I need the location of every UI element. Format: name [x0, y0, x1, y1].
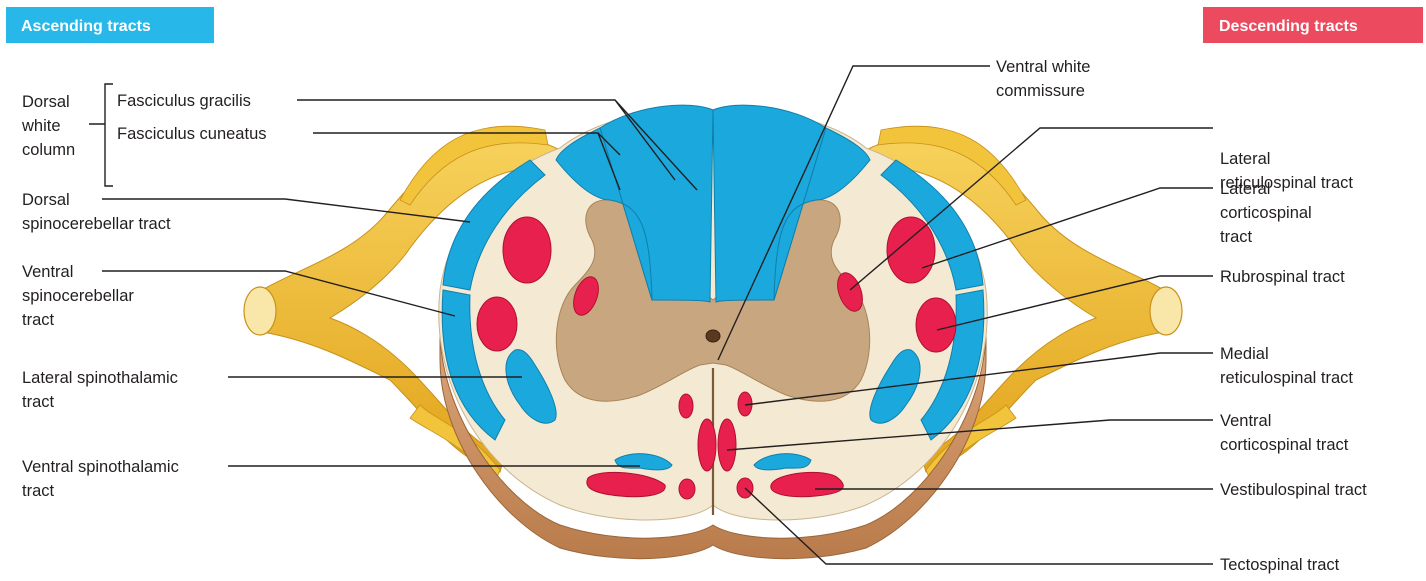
lateral-corticospinal-tract-right	[887, 217, 935, 283]
label-line: Lateral	[1220, 180, 1270, 198]
label-line: Medial	[1220, 345, 1269, 363]
label-medial-reticulospinal-tract: Medial reticulospinal tract	[1220, 345, 1353, 387]
label-line: Fasciculus cuneatus	[117, 125, 267, 143]
label-line: tract	[22, 393, 55, 411]
medial-reticulospinal-tract-left	[679, 394, 693, 418]
label-line: column	[22, 141, 75, 159]
label-line: Lateral spinothalamic	[22, 369, 178, 387]
label-line: Lateral	[1220, 150, 1270, 168]
descending-header-text: Descending tracts	[1219, 18, 1358, 35]
rubrospinal-tract-left	[477, 297, 517, 351]
label-line: Dorsal	[22, 93, 70, 111]
descending-tracts-header: Descending tracts	[1203, 7, 1423, 43]
label-line: Rubrospinal tract	[1220, 268, 1345, 286]
tectospinal-tract-left	[679, 479, 695, 499]
label-line: Ventral spinothalamic	[22, 458, 179, 476]
label-line: Tectospinal tract	[1220, 556, 1340, 574]
label-tectospinal-tract: Tectospinal tract	[1220, 556, 1340, 574]
label-dorsal-white-column: Dorsal white column	[21, 93, 75, 159]
label-line: commissure	[996, 82, 1085, 100]
label-line: Ventral white	[996, 58, 1090, 76]
label-ventral-spinocerebellar-tract: Ventral spinocerebellar tract	[22, 263, 139, 329]
ascending-tracts-header: Ascending tracts	[6, 7, 214, 43]
label-line: spinocerebellar	[22, 287, 134, 305]
ventral-corticospinal-tract-right	[718, 419, 736, 471]
ascending-header-text: Ascending tracts	[21, 18, 151, 35]
label-line: tract	[22, 311, 55, 329]
label-rubrospinal-tract: Rubrospinal tract	[1220, 268, 1345, 286]
label-line: spinocerebellar tract	[22, 215, 171, 233]
central-canal	[706, 330, 720, 342]
label-line: corticospinal	[1220, 204, 1312, 222]
label-ventral-corticospinal-tract: Ventral corticospinal tract	[1220, 412, 1349, 454]
label-ventral-white-commissure: Ventral white commissure	[996, 58, 1095, 100]
dorsal-white-column-bracket	[89, 84, 113, 186]
label-line: Ventral	[1220, 412, 1271, 430]
rubrospinal-tract-right	[916, 298, 956, 352]
label-line: reticulospinal tract	[1220, 369, 1353, 387]
nerve-cut-end-left	[244, 287, 276, 335]
label-line: tract	[22, 482, 55, 500]
lateral-corticospinal-tract-left	[503, 217, 551, 283]
label-line: Fasciculus gracilis	[117, 92, 251, 110]
label-dorsal-spinocerebellar-tract: Dorsal spinocerebellar tract	[22, 191, 171, 233]
ventral-corticospinal-tract-left	[698, 419, 716, 471]
label-line: white	[21, 117, 61, 135]
label-line: Vestibulospinal tract	[1220, 481, 1367, 499]
label-fasciculus-cuneatus: Fasciculus cuneatus	[117, 125, 267, 143]
label-lateral-spinothalamic-tract: Lateral spinothalamic tract	[22, 369, 183, 411]
label-vestibulospinal-tract: Vestibulospinal tract	[1220, 481, 1367, 499]
label-line: corticospinal tract	[1220, 436, 1349, 454]
label-line: Dorsal	[22, 191, 70, 209]
label-line: tract	[1220, 228, 1253, 246]
nerve-cut-end-right	[1150, 287, 1182, 335]
label-fasciculus-gracilis: Fasciculus gracilis	[117, 92, 251, 110]
label-ventral-spinothalamic-tract: Ventral spinothalamic tract	[22, 458, 183, 500]
label-line: Ventral	[22, 263, 73, 281]
